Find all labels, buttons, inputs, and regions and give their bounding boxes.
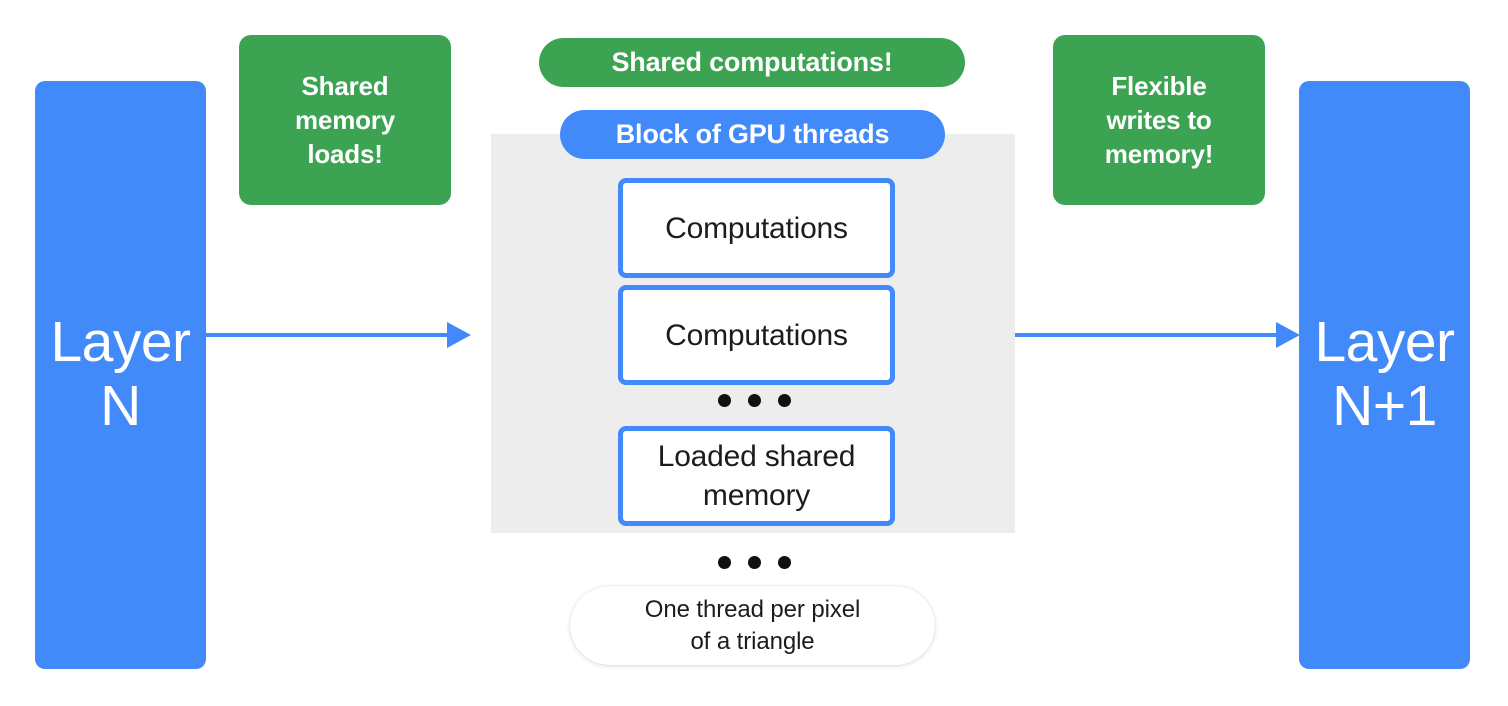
thread-box: Computations bbox=[618, 285, 895, 385]
arrow-block-to-layer-n1 bbox=[1015, 322, 1300, 348]
arrow-shaft bbox=[1015, 333, 1278, 337]
arrow-layer-n-to-block bbox=[205, 322, 471, 348]
ellipsis-dots-inner bbox=[718, 394, 791, 407]
arrow-head-icon bbox=[1276, 322, 1300, 348]
pill-one-thread-per-pixel: One thread per pixel of a triangle bbox=[570, 586, 935, 665]
pill-block-of-gpu-threads: Block of GPU threads bbox=[560, 110, 945, 159]
arrow-head-icon bbox=[447, 322, 471, 348]
callout-flexible-writes: Flexible writes to memory! bbox=[1053, 35, 1265, 205]
dot-icon bbox=[718, 394, 731, 407]
pill-shared-computations: Shared computations! bbox=[539, 38, 965, 87]
dot-icon bbox=[778, 394, 791, 407]
thread-box: Computations bbox=[618, 178, 895, 278]
layer-n-block: Layer N bbox=[35, 81, 206, 669]
dot-icon bbox=[748, 394, 761, 407]
arrow-shaft bbox=[205, 333, 449, 337]
dot-icon bbox=[748, 556, 761, 569]
dot-icon bbox=[778, 556, 791, 569]
callout-shared-memory-loads: Shared memory loads! bbox=[239, 35, 451, 205]
layer-n-plus-1-block: Layer N+1 bbox=[1299, 81, 1470, 669]
thread-box: Loaded shared memory bbox=[618, 426, 895, 526]
ellipsis-dots-outer bbox=[718, 556, 791, 569]
dot-icon bbox=[718, 556, 731, 569]
